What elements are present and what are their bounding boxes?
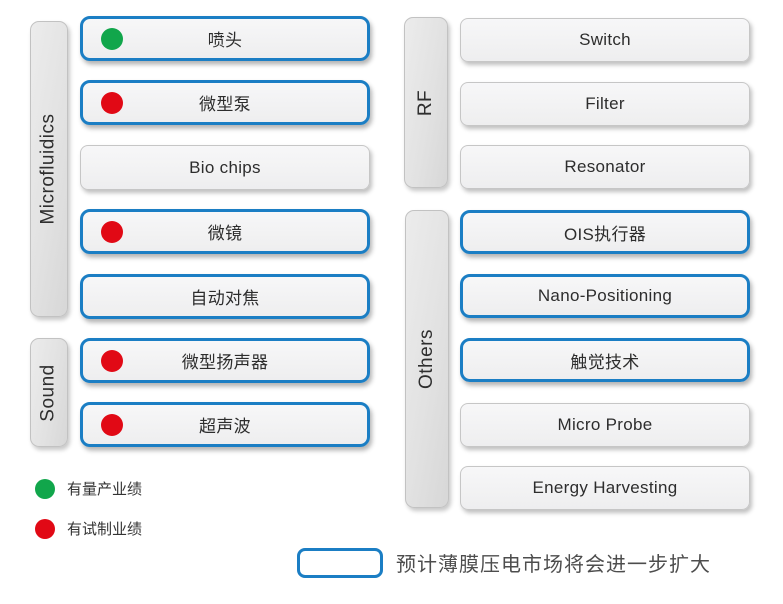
category-tab-others: Others xyxy=(405,210,449,508)
item-label: Filter xyxy=(585,94,625,113)
item-micro-pump: 微型泵 xyxy=(80,80,370,125)
item-label: 触觉技术 xyxy=(570,352,640,372)
item-label: Micro Probe xyxy=(557,415,653,434)
legend-mass-production: 有量产业绩 xyxy=(35,478,142,499)
item-nano-positioning: Nano-Positioning xyxy=(460,274,750,318)
trial-production-dot-icon xyxy=(101,91,123,114)
category-label-sound: Sound xyxy=(38,363,60,422)
item-label: OIS执行器 xyxy=(563,224,647,244)
category-label-microfluidics: Microfluidics xyxy=(38,113,59,225)
item-filter: Filter xyxy=(460,82,750,126)
trial-production-dot-icon xyxy=(35,518,55,539)
trial-production-dot-icon xyxy=(101,413,123,436)
mass-production-dot-icon xyxy=(101,27,123,50)
item-auto-focus: 自动对焦 xyxy=(80,274,370,319)
category-tab-rf: RF xyxy=(404,17,448,188)
item-label: 微镜 xyxy=(207,224,243,243)
item-energy-harvesting: Energy Harvesting xyxy=(460,466,750,510)
item-label: Resonator xyxy=(564,157,646,176)
item-label: 微型泵 xyxy=(199,95,251,114)
item-label: 超声波 xyxy=(199,417,251,436)
category-tab-sound: Sound xyxy=(30,338,68,447)
legend-mass-production-label: 有量产业绩 xyxy=(67,481,143,498)
category-tab-microfluidics: Microfluidics xyxy=(30,21,68,317)
item-switch: Switch xyxy=(460,18,750,62)
item-ois-actuator: OIS执行器 xyxy=(460,210,750,254)
item-micro-speaker: 微型扬声器 xyxy=(80,338,370,383)
item-label: 微型扬声器 xyxy=(181,353,269,372)
note-label: 预计薄膜压电市场将会进一步扩大 xyxy=(396,554,711,576)
item-bio-chips: Bio chips xyxy=(80,145,370,190)
item-label: Switch xyxy=(579,30,631,49)
item-resonator: Resonator xyxy=(460,145,750,189)
legend-highlight-note: 预计薄膜压电市场将会进一步扩大 xyxy=(297,547,711,578)
category-label-rf: RF xyxy=(414,89,436,116)
category-label-others: Others xyxy=(416,328,437,390)
item-nozzle: 喷头 xyxy=(80,16,370,61)
trial-production-dot-icon xyxy=(101,220,123,243)
legend-trial-production: 有试制业绩 xyxy=(35,518,142,539)
legend-trial-production-label: 有试制业绩 xyxy=(67,521,143,538)
trial-production-dot-icon xyxy=(101,349,123,372)
item-haptics: 触觉技术 xyxy=(460,338,750,382)
item-label: Nano-Positioning xyxy=(537,286,673,305)
item-micro-mirror: 微镜 xyxy=(80,209,370,254)
blue-outline-box-icon xyxy=(297,547,383,578)
item-label: Bio chips xyxy=(189,157,261,177)
item-label: 喷头 xyxy=(207,31,243,50)
item-ultrasonic: 超声波 xyxy=(80,402,370,447)
item-label: 自动对焦 xyxy=(190,289,260,308)
mass-production-dot-icon xyxy=(35,478,55,499)
item-micro-probe: Micro Probe xyxy=(460,403,750,447)
item-label: Energy Harvesting xyxy=(532,478,678,497)
